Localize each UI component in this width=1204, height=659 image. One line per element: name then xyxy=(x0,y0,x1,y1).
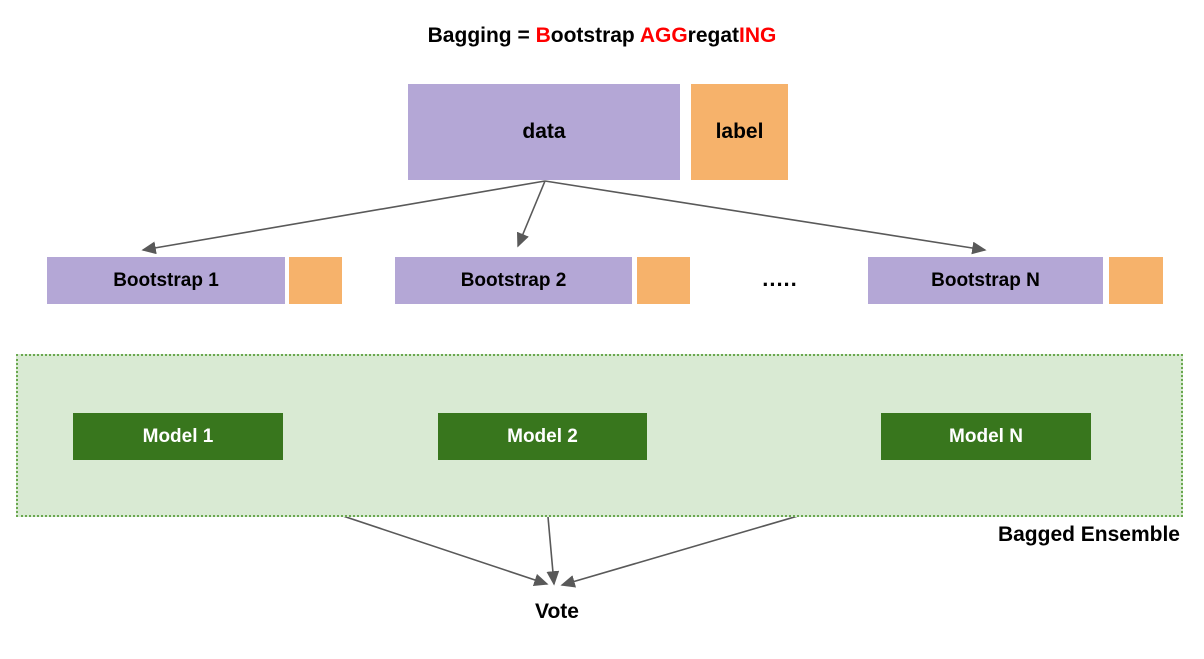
diagram-title: Bagging = Bootstrap AGGregatING xyxy=(0,24,1204,48)
bootstrap2-label-box xyxy=(637,257,690,304)
bootstrap1-box: Bootstrap 1 xyxy=(47,257,285,304)
bagged-ensemble-caption: Bagged Ensemble xyxy=(997,523,1180,546)
bootstrap2-box: Bootstrap 2 xyxy=(395,257,632,304)
ellipsis-dots: ..... xyxy=(762,266,798,291)
vote-label: Vote xyxy=(535,600,579,623)
bootstrapN-label-box xyxy=(1109,257,1163,304)
model2-box: Model 2 xyxy=(438,413,647,460)
title-segment-accent: AGG xyxy=(639,24,688,47)
title-segment: ootstrap xyxy=(550,24,640,47)
bootstrapN-box: Bootstrap N xyxy=(868,257,1103,304)
data-box: data xyxy=(408,84,680,180)
arrow-data-to-bootstrapN xyxy=(544,180,987,255)
arrow-data-to-bootstrap1 xyxy=(141,180,546,255)
model1-box: Model 1 xyxy=(73,413,283,460)
title-segment: regat xyxy=(687,24,740,47)
bootstrap1-label-box xyxy=(289,257,342,304)
title-segment-accent: B xyxy=(535,24,551,47)
label-box: label xyxy=(691,84,788,180)
modelN-box: Model N xyxy=(881,413,1091,460)
title-segment-accent: ING xyxy=(739,24,777,47)
title-segment: Bagging = xyxy=(427,24,536,47)
arrow-data-to-bootstrap2 xyxy=(516,180,546,248)
